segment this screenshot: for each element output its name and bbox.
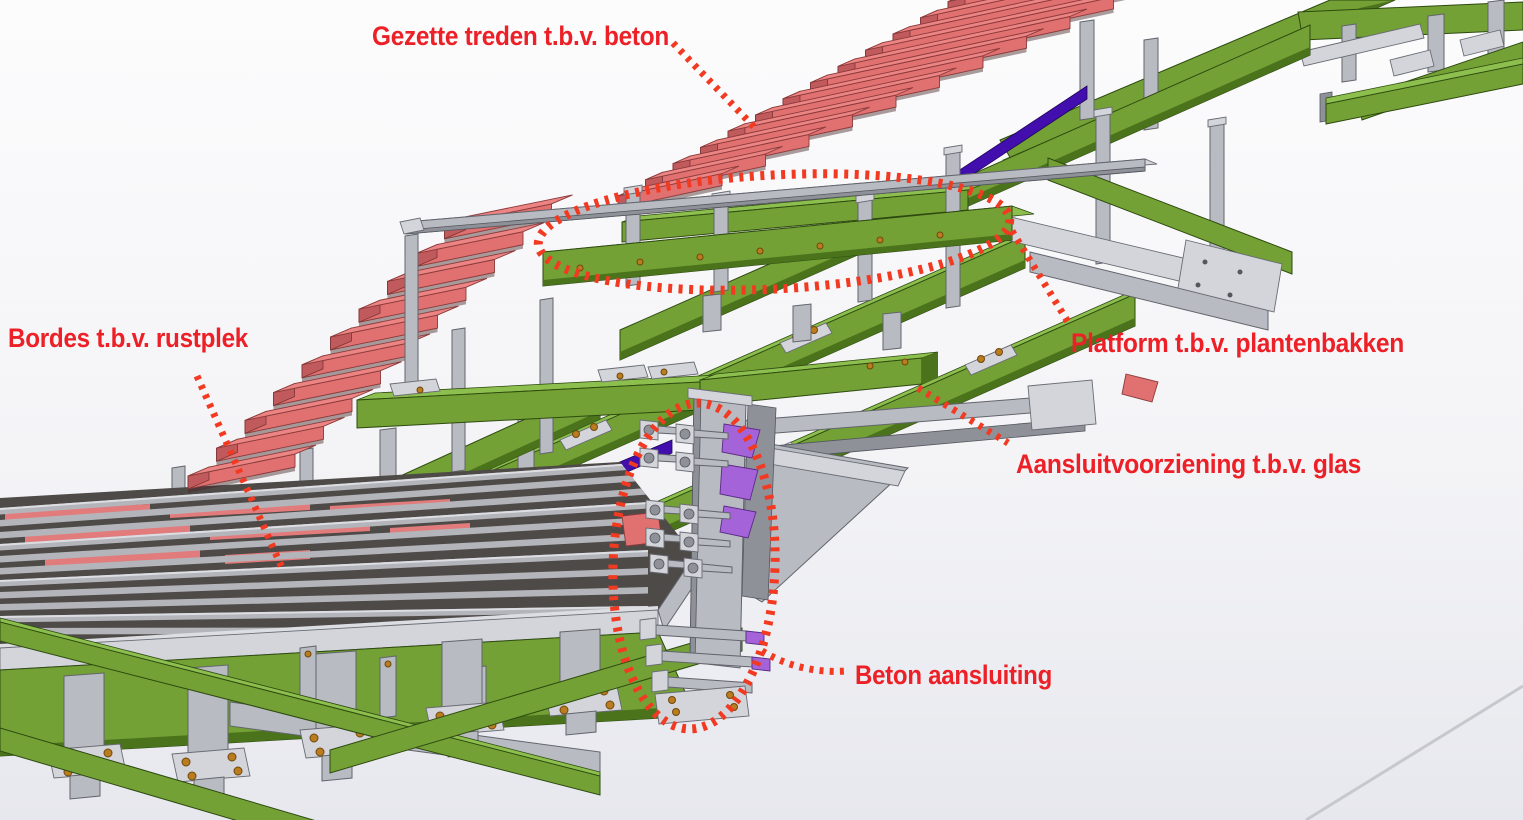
label-gezette-treden: Gezette treden t.b.v. beton	[372, 21, 669, 51]
support-structure	[0, 617, 743, 820]
bordes-landing-deck	[0, 462, 701, 671]
callout-glas: Aansluitvoorziening t.b.v. glas	[916, 385, 1361, 479]
label-beton-aansluiting: Beton aansluiting	[855, 660, 1052, 690]
upper-flight-treads	[617, 0, 1126, 212]
bordes-leader-line	[193, 374, 287, 572]
annotation-layer: Platform t.b.v. plantenbakken Beton aans…	[8, 21, 1404, 734]
anchor-bolts	[639, 419, 733, 579]
concrete-anchor-bolts	[639, 617, 771, 725]
callout-gezette: Gezette treden t.b.v. beton	[372, 21, 759, 132]
callout-bordes: Bordes t.b.v. rustplek	[8, 323, 287, 572]
label-aansluitvoorziening-glas: Aansluitvoorziening t.b.v. glas	[1016, 449, 1361, 479]
anchor-assembly	[621, 387, 777, 725]
glass-connection-beam	[699, 351, 1097, 462]
label-platform: Platform t.b.v. plantenbakken	[1071, 328, 1404, 358]
glas-leader-line	[916, 385, 1010, 446]
label-bordes: Bordes t.b.v. rustplek	[8, 323, 249, 353]
beton-callout-ellipse	[608, 398, 780, 734]
floor-edge-line	[1305, 684, 1523, 820]
beton-leader-line	[760, 647, 848, 675]
callout-platform: Platform t.b.v. plantenbakken	[533, 169, 1404, 358]
platform-callout-ellipse	[533, 169, 1015, 295]
callout-beton: Beton aansluiting	[608, 398, 1052, 734]
platform-leader-line	[1009, 229, 1071, 324]
